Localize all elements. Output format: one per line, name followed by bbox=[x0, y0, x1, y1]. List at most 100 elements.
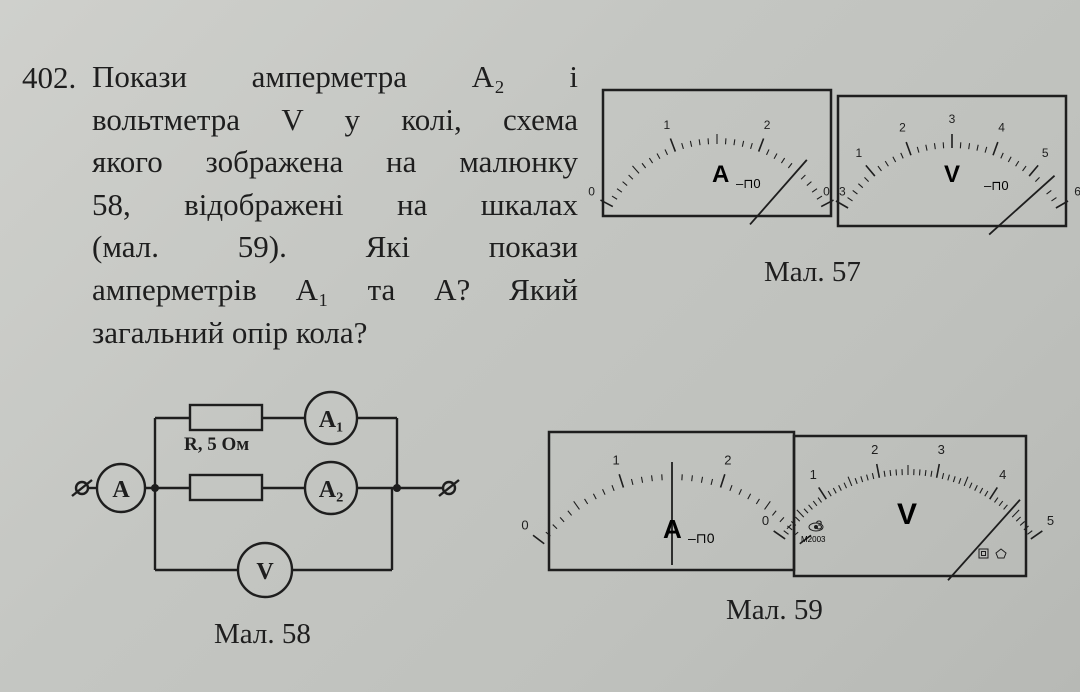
fig59-voltmeter-major-tick bbox=[818, 487, 827, 500]
fig57-voltmeter-minor-tick bbox=[857, 183, 864, 189]
fig57-ammeter-minor-tick bbox=[741, 140, 745, 147]
fig57-voltmeter-minor-tick bbox=[1046, 189, 1052, 195]
fig57-voltmeter-minor-tick bbox=[916, 146, 920, 153]
fig57-voltmeter-tick-label: 1 bbox=[855, 146, 862, 160]
fig57-ammeter-major-tick bbox=[600, 199, 614, 208]
fig59-ammeter-minor-tick bbox=[786, 524, 792, 530]
fig59-ammeter-minor-tick bbox=[611, 485, 615, 492]
fig59-ammeter-minor-tick bbox=[573, 500, 580, 510]
fig57-ammeter-major-tick bbox=[669, 138, 677, 152]
problem-line: загальний опір кола? bbox=[92, 314, 368, 350]
fig59-voltmeter-minor-tick bbox=[947, 474, 950, 481]
voltmeter-label: V bbox=[256, 559, 274, 585]
fig57-voltmeter-minor-tick bbox=[1007, 156, 1012, 163]
fig59-voltmeter-minor-tick bbox=[787, 525, 793, 531]
fig59-voltmeter-minor-tick bbox=[952, 476, 956, 483]
fig57-ammeter-minor-tick bbox=[681, 142, 684, 150]
fig57-voltmeter-needle bbox=[988, 174, 1056, 236]
fig58-caption: Мал. 58 bbox=[214, 618, 311, 650]
fig59-ammeter-minor-tick bbox=[779, 517, 785, 523]
fig59-ammeter-minor-tick bbox=[584, 498, 589, 505]
terminal-right bbox=[441, 480, 457, 496]
fig57-voltmeter-major-tick bbox=[905, 141, 912, 156]
fig59-voltmeter-minor-tick bbox=[795, 516, 801, 522]
fig59-ammeter-major-tick bbox=[618, 473, 625, 488]
fig59-voltmeter-minor-tick bbox=[998, 500, 1004, 507]
fig57-voltmeter-minor-tick bbox=[976, 144, 979, 151]
fig57-voltmeter-major-tick bbox=[1055, 200, 1069, 209]
fig59-voltmeter-minor-tick bbox=[843, 482, 848, 489]
fig59-voltmeter-minor-tick bbox=[1019, 521, 1026, 526]
fig59-voltmeter-minor-tick bbox=[783, 530, 789, 535]
fig57-voltmeter-tick-label: 2 bbox=[899, 121, 906, 135]
fig57-voltmeter-tick-label: 6 bbox=[1074, 185, 1080, 199]
meter-class-icon bbox=[981, 551, 986, 556]
fig59-voltmeter-minor-tick bbox=[808, 504, 813, 510]
fig57-ammeter-minor-tick bbox=[641, 162, 647, 169]
fig59-ammeter-minor-tick bbox=[651, 475, 653, 482]
fig59-ammeter-tick-label: 0 bbox=[521, 517, 528, 532]
fig57-ammeter-minor-tick bbox=[616, 188, 623, 193]
problem-line: якого зображена на малюнку bbox=[92, 144, 578, 180]
fig59-voltmeter-minor-tick bbox=[984, 490, 989, 497]
fig59-voltmeter-minor-tick bbox=[930, 470, 933, 477]
terminal-left-slash bbox=[71, 479, 93, 497]
fig57-ammeter-mark: –⊓0 bbox=[736, 176, 761, 191]
fig59-voltmeter-minor-tick bbox=[854, 478, 858, 485]
fig57-ammeter-minor-tick bbox=[656, 153, 661, 159]
fig57-ammeter-tick-label: 1 bbox=[664, 118, 671, 132]
fig59-voltmeter-minor-tick bbox=[866, 474, 869, 481]
fig59-ammeter-minor-tick bbox=[592, 493, 597, 500]
fig59-voltmeter-minor-tick bbox=[796, 509, 805, 518]
fig59-voltmeter-minor-tick bbox=[838, 485, 842, 491]
fig59-voltmeter-minor-tick bbox=[1011, 509, 1020, 518]
fig59-voltmeter-minor-tick bbox=[790, 521, 797, 526]
fig59-voltmeter-major-tick bbox=[773, 530, 786, 540]
fig59-voltmeter-needle bbox=[947, 499, 1021, 581]
problem-number: 402. bbox=[22, 60, 77, 95]
fig59-ammeter-minor-tick bbox=[602, 488, 606, 495]
problem-line: (мал. 59). Які покази bbox=[92, 229, 578, 265]
fig57-voltmeter-minor-tick bbox=[1022, 165, 1027, 172]
fig59-voltmeter-major-tick bbox=[1030, 530, 1043, 540]
fig57-ammeter-tick-label: 2 bbox=[764, 118, 771, 132]
terminal-left bbox=[74, 480, 90, 496]
fig57-ammeter-minor-tick bbox=[750, 142, 753, 150]
fig59-voltmeter-model: M2003 bbox=[801, 535, 826, 544]
resistor-label: R, 5 Ом bbox=[184, 434, 249, 455]
resistor bbox=[188, 403, 264, 432]
fig59-ammeter-major-tick bbox=[532, 534, 545, 545]
fig57-voltmeter-mark: –⊓0 bbox=[984, 178, 1009, 193]
fig59-voltmeter-minor-tick bbox=[817, 497, 822, 503]
fig59-voltmeter-minor-tick bbox=[812, 500, 818, 507]
fig59-voltmeter-symbol: V bbox=[897, 498, 917, 531]
fig59-voltmeter-minor-tick bbox=[803, 508, 809, 514]
fig57-ammeter-frame bbox=[601, 88, 833, 218]
fig57-ammeter-minor-tick bbox=[787, 162, 793, 169]
problem-lines: Покази амперметра А₂ і вольтметра V у ко… bbox=[92, 56, 578, 354]
fig57-voltmeter-tick-label: 4 bbox=[998, 121, 1005, 135]
fig57-voltmeter-minor-tick bbox=[1034, 176, 1040, 183]
meter-position-icon bbox=[995, 548, 1007, 559]
fig57-ammeter-major-tick bbox=[820, 199, 834, 208]
fig59-caption: Мал. 59 bbox=[726, 594, 823, 626]
fig57-ammeter-minor-tick bbox=[811, 188, 818, 193]
fig57-voltmeter-minor-tick bbox=[852, 189, 858, 195]
meter-class-icon bbox=[978, 548, 989, 559]
fig57-voltmeter-minor-tick bbox=[1000, 152, 1004, 159]
fig59-ammeter-minor-tick bbox=[710, 478, 714, 485]
fig57-voltmeter-minor-tick bbox=[884, 160, 889, 167]
fig59-ammeter-symbol: A bbox=[663, 514, 682, 544]
ammeter-a1-label: A₁ bbox=[319, 407, 344, 433]
fig57-ammeter-minor-tick bbox=[816, 195, 823, 200]
fig59-ammeter-minor-tick bbox=[559, 517, 565, 523]
fig59-voltmeter-minor-tick bbox=[1003, 504, 1008, 510]
problem-line: 58, відображені на шкалах bbox=[92, 186, 578, 222]
